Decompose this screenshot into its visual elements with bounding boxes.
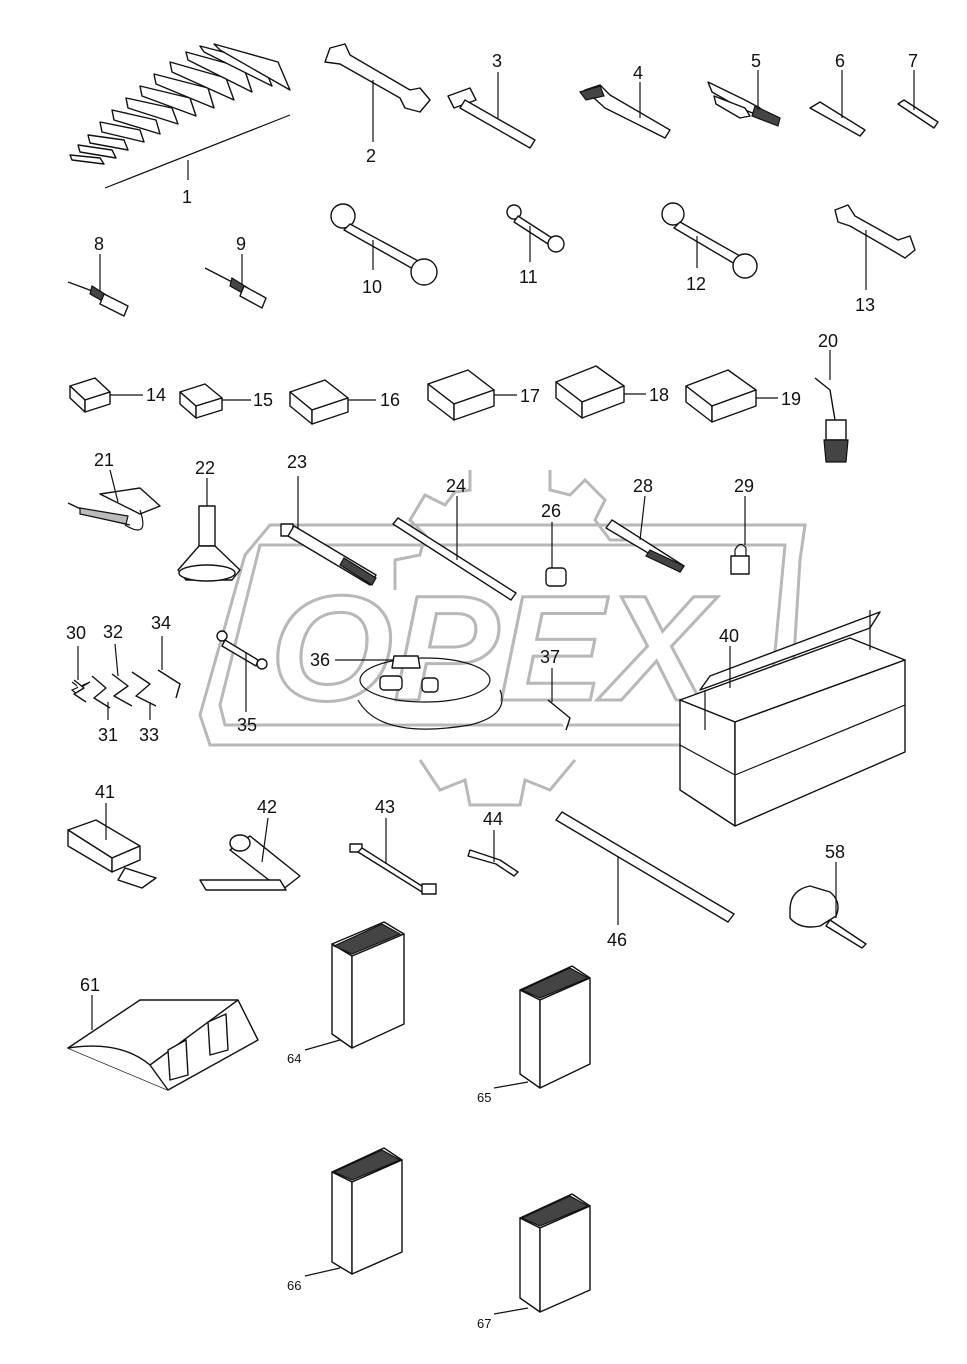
callout-26: 26 — [541, 501, 561, 521]
part-hex-keys — [70, 669, 181, 709]
part-socket-box-17 — [427, 369, 495, 421]
callout-36: 36 — [310, 650, 330, 670]
callout-61: 61 — [80, 975, 100, 995]
callout-32: 32 — [103, 622, 123, 642]
callout-3: 3 — [492, 51, 502, 71]
callout-8: 8 — [94, 234, 104, 254]
part-manual-66 — [331, 1147, 403, 1275]
callout-22: 22 — [195, 458, 215, 478]
callout-4: 4 — [633, 63, 643, 83]
callout-29: 29 — [734, 476, 754, 496]
callout-41: 41 — [95, 782, 115, 802]
callout-7: 7 — [908, 51, 918, 71]
callout-13: 13 — [855, 295, 875, 315]
callout-14: 14 — [146, 385, 166, 405]
part-jack — [199, 834, 301, 891]
callout-64: 64 — [287, 1051, 301, 1066]
callout-9: 9 — [236, 234, 246, 254]
part-l-wrench — [547, 699, 571, 731]
callout-11: 11 — [519, 267, 538, 287]
callout-18: 18 — [649, 385, 669, 405]
callout-40: 40 — [719, 626, 739, 646]
callout-44: 44 — [483, 809, 503, 829]
part-manual-67 — [519, 1193, 591, 1313]
callout-20: 20 — [818, 331, 838, 351]
part-wheel-chock — [67, 999, 259, 1091]
part-hose-fitting — [349, 843, 437, 895]
part-socket-box-18 — [555, 365, 625, 419]
callout-21: 21 — [94, 450, 114, 470]
part-hammer — [447, 87, 536, 149]
part-small-wrench — [216, 630, 268, 670]
part-socket-box-19 — [685, 369, 757, 423]
callout-35: 35 — [237, 715, 257, 735]
part-bracket — [67, 819, 157, 889]
callout-16: 16 — [380, 390, 400, 410]
callout-42: 42 — [257, 797, 277, 817]
callout-19: 19 — [781, 389, 801, 409]
part-ring-spanner-11 — [506, 204, 565, 253]
part-manual-65 — [519, 965, 591, 1089]
callout-46: 46 — [607, 930, 627, 950]
part-drift — [897, 99, 939, 129]
part-ring-spanner-10 — [330, 203, 438, 286]
part-socket — [545, 567, 567, 587]
callout-43: 43 — [375, 797, 395, 817]
callout-58: 58 — [825, 842, 845, 862]
part-ring-spanner-12 — [661, 202, 758, 279]
part-extension-bar — [280, 523, 377, 586]
callout-12: 12 — [686, 274, 706, 294]
callout-15: 15 — [253, 390, 273, 410]
watermark-text: OPEX — [270, 564, 718, 732]
callout-34: 34 — [151, 613, 171, 633]
part-open-wrench — [324, 43, 431, 113]
part-screwdriver-8 — [67, 281, 129, 317]
part-grease-nozzle — [814, 377, 849, 463]
part-small-pipe — [467, 849, 519, 877]
part-long-bar — [555, 811, 735, 923]
part-wrench-set — [69, 43, 291, 165]
part-screwdriver-9 — [204, 267, 267, 309]
callout-65: 65 — [477, 1090, 491, 1105]
part-toolbox — [679, 610, 906, 827]
callout-2: 2 — [366, 146, 376, 166]
part-socket-box-15 — [179, 383, 223, 419]
callout-23: 23 — [287, 452, 307, 472]
callout-17: 17 — [520, 386, 540, 406]
part-key — [789, 885, 867, 949]
part-pliers — [579, 84, 671, 139]
part-punch — [605, 519, 685, 573]
part-hose — [357, 655, 503, 730]
part-combination-pliers — [707, 81, 781, 127]
part-padlock — [730, 543, 750, 575]
part-socket-box-14 — [69, 377, 111, 413]
part-manual-64 — [331, 921, 405, 1049]
part-chisel — [809, 101, 866, 137]
callout-10: 10 — [362, 277, 382, 297]
part-socket-box-16 — [289, 379, 349, 425]
callout-28: 28 — [633, 476, 653, 496]
part-bar — [392, 517, 517, 601]
callout-5: 5 — [751, 51, 761, 71]
callout-33: 33 — [139, 725, 159, 745]
callout-37: 37 — [540, 647, 560, 667]
part-test-lamp — [67, 487, 161, 531]
part-funnel — [177, 505, 241, 582]
callout-6: 6 — [835, 51, 845, 71]
callout-31: 31 — [98, 725, 118, 745]
callout-67: 67 — [477, 1316, 491, 1331]
callout-24: 24 — [446, 476, 466, 496]
part-open-wrench-13 — [834, 204, 916, 259]
callout-1: 1 — [182, 187, 192, 207]
callout-66: 66 — [287, 1278, 301, 1293]
callout-30: 30 — [66, 623, 86, 643]
